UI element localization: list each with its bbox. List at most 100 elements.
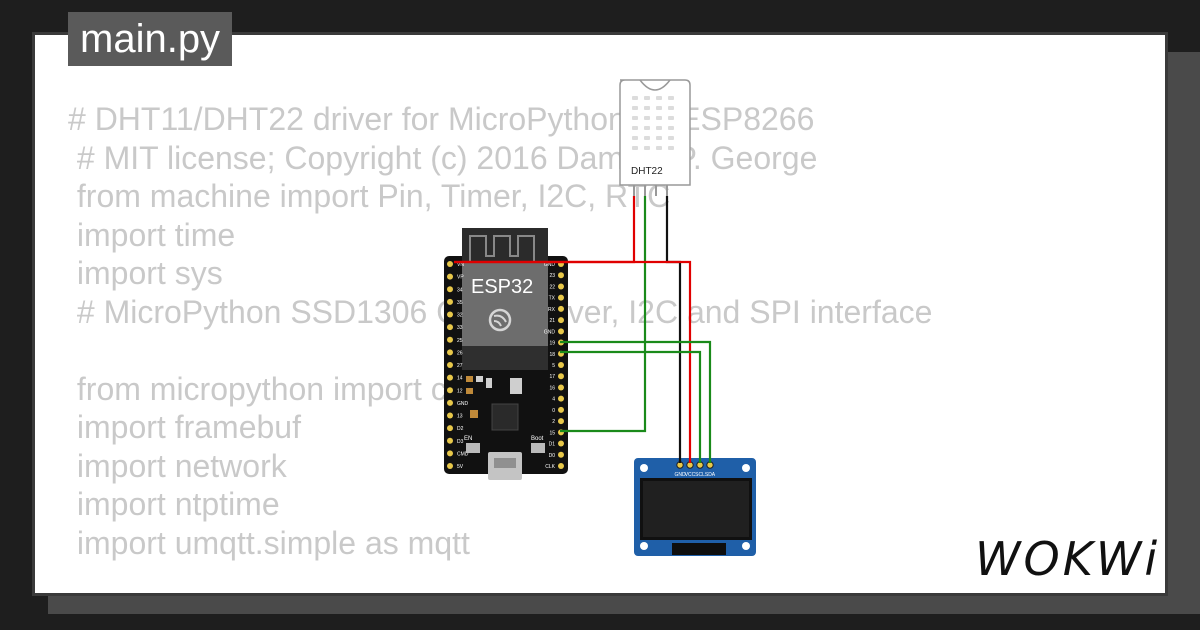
vent-slot	[668, 136, 674, 140]
wires	[454, 196, 712, 463]
vent-slot	[644, 116, 650, 120]
esp32-pin[interactable]	[558, 294, 564, 301]
esp32-pin[interactable]	[558, 317, 564, 324]
esp32-pin-label: GND	[544, 262, 556, 268]
esp32-pin[interactable]	[447, 349, 453, 356]
esp32-pin[interactable]	[447, 311, 453, 318]
wire-oled-sda[interactable]	[560, 340, 712, 463]
oled-pin-label: SDA	[705, 472, 716, 478]
esp32-pin[interactable]	[447, 273, 453, 280]
esp32-pin-label: D1	[549, 442, 556, 448]
esp32-pin-label: 23	[549, 273, 555, 279]
esp32-pin[interactable]	[558, 440, 564, 447]
esp32-pin[interactable]	[447, 399, 453, 406]
oled-ribbon	[672, 543, 726, 555]
esp32-pin-label: 18	[549, 352, 555, 358]
esp32-pin[interactable]	[558, 272, 564, 279]
smd-component	[486, 378, 492, 388]
esp32-pin[interactable]	[447, 324, 453, 331]
wire-dht-data[interactable]	[560, 196, 647, 433]
esp32-pin[interactable]	[558, 418, 564, 425]
vent-slot	[668, 146, 674, 150]
mount-hole	[742, 542, 750, 550]
esp32-pin[interactable]	[447, 286, 453, 293]
wokwi-logo: WOKWi	[975, 532, 1160, 586]
dht22-vents	[632, 96, 674, 150]
vent-slot	[656, 96, 662, 100]
esp32-pin-label: D2	[457, 426, 464, 432]
esp32-board[interactable]: ESP32 VNVP343532332526271412GND13D2D3CMD…	[444, 228, 568, 480]
esp32-pin[interactable]	[558, 283, 564, 290]
esp32-pin[interactable]	[447, 450, 453, 457]
code-line: import ntptime	[68, 486, 280, 522]
esp32-pin-label: CMD	[457, 451, 469, 457]
esp32-pin[interactable]	[447, 437, 453, 444]
esp32-pin-label: 4	[552, 397, 555, 403]
wire-dht-gnd[interactable]	[665, 196, 682, 463]
esp32-pin[interactable]	[558, 373, 564, 380]
vent-slot	[656, 126, 662, 130]
esp32-pin-label: VN	[457, 262, 464, 268]
esp32-pin[interactable]	[447, 261, 453, 267]
esp32-pin-label: 0	[552, 408, 555, 414]
vent-slot	[644, 136, 650, 140]
esp32-pin-label: 14	[457, 376, 463, 382]
code-line: import framebuf	[68, 409, 301, 445]
smd-component	[476, 376, 483, 382]
esp32-pin-label: 17	[549, 374, 555, 380]
esp32-pin[interactable]	[558, 384, 564, 391]
esp32-pin[interactable]	[558, 395, 564, 402]
esp32-pin[interactable]	[447, 298, 453, 305]
wire-oled-vcc[interactable]	[454, 260, 692, 463]
code-line: from machine import Pin, Timer, I2C, RTC	[68, 178, 671, 214]
smd-component	[466, 376, 473, 382]
esp32-pin-label: 13	[457, 414, 463, 420]
esp32-pin[interactable]	[447, 362, 453, 368]
boot-button-label: Boot	[531, 436, 544, 442]
dht22-label: DHT22	[631, 166, 663, 177]
boot-button[interactable]	[531, 443, 545, 453]
esp32-pin-label: D3	[457, 439, 464, 445]
esp32-label: ESP32	[471, 276, 533, 298]
esp32-pin[interactable]	[447, 336, 453, 343]
vent-slot	[632, 116, 638, 120]
esp32-pin[interactable]	[558, 362, 564, 368]
esp32-pin-label: 19	[549, 341, 555, 347]
esp32-pin[interactable]	[558, 463, 564, 469]
voltage-regulator	[510, 378, 522, 394]
vent-slot	[644, 106, 650, 110]
code-line: import time	[68, 216, 236, 253]
vent-slot	[656, 136, 662, 140]
oled-pin-label: VCC	[685, 472, 696, 478]
oled-pin-label: SCL	[695, 472, 705, 478]
esp32-pin-label: 15	[549, 430, 555, 436]
en-button[interactable]	[466, 443, 480, 453]
oled-screen	[643, 481, 749, 537]
esp32-module-shield	[462, 262, 548, 346]
esp32-pin[interactable]	[558, 406, 564, 413]
esp32-pin[interactable]	[558, 305, 564, 312]
esp32-pin[interactable]	[447, 463, 453, 469]
vent-slot	[656, 116, 662, 120]
code-line: import umqtt.simple as mqtt	[68, 524, 470, 561]
esp32-pin[interactable]	[447, 387, 453, 394]
mount-hole	[640, 542, 648, 550]
code-preview: # DHT11/DHT22 driver for MicroPython on …	[68, 100, 932, 562]
espressif-logo-icon	[488, 308, 512, 332]
esp32-pin[interactable]	[447, 374, 453, 381]
file-tab[interactable]: main.py	[68, 12, 233, 66]
dht22-sensor[interactable]: DHT22	[619, 79, 691, 196]
code-line: # DHT11/DHT22 driver for MicroPython on …	[68, 101, 815, 137]
esp32-pin[interactable]	[558, 328, 564, 335]
esp32-pin[interactable]	[558, 451, 564, 458]
esp32-pin-label: 16	[549, 385, 555, 391]
esp32-pin[interactable]	[447, 412, 453, 419]
antenna-trace	[469, 235, 535, 262]
wire-oled-scl[interactable]	[560, 350, 702, 463]
esp32-pin-label: CLK	[545, 464, 555, 470]
esp32-pin[interactable]	[447, 425, 453, 432]
